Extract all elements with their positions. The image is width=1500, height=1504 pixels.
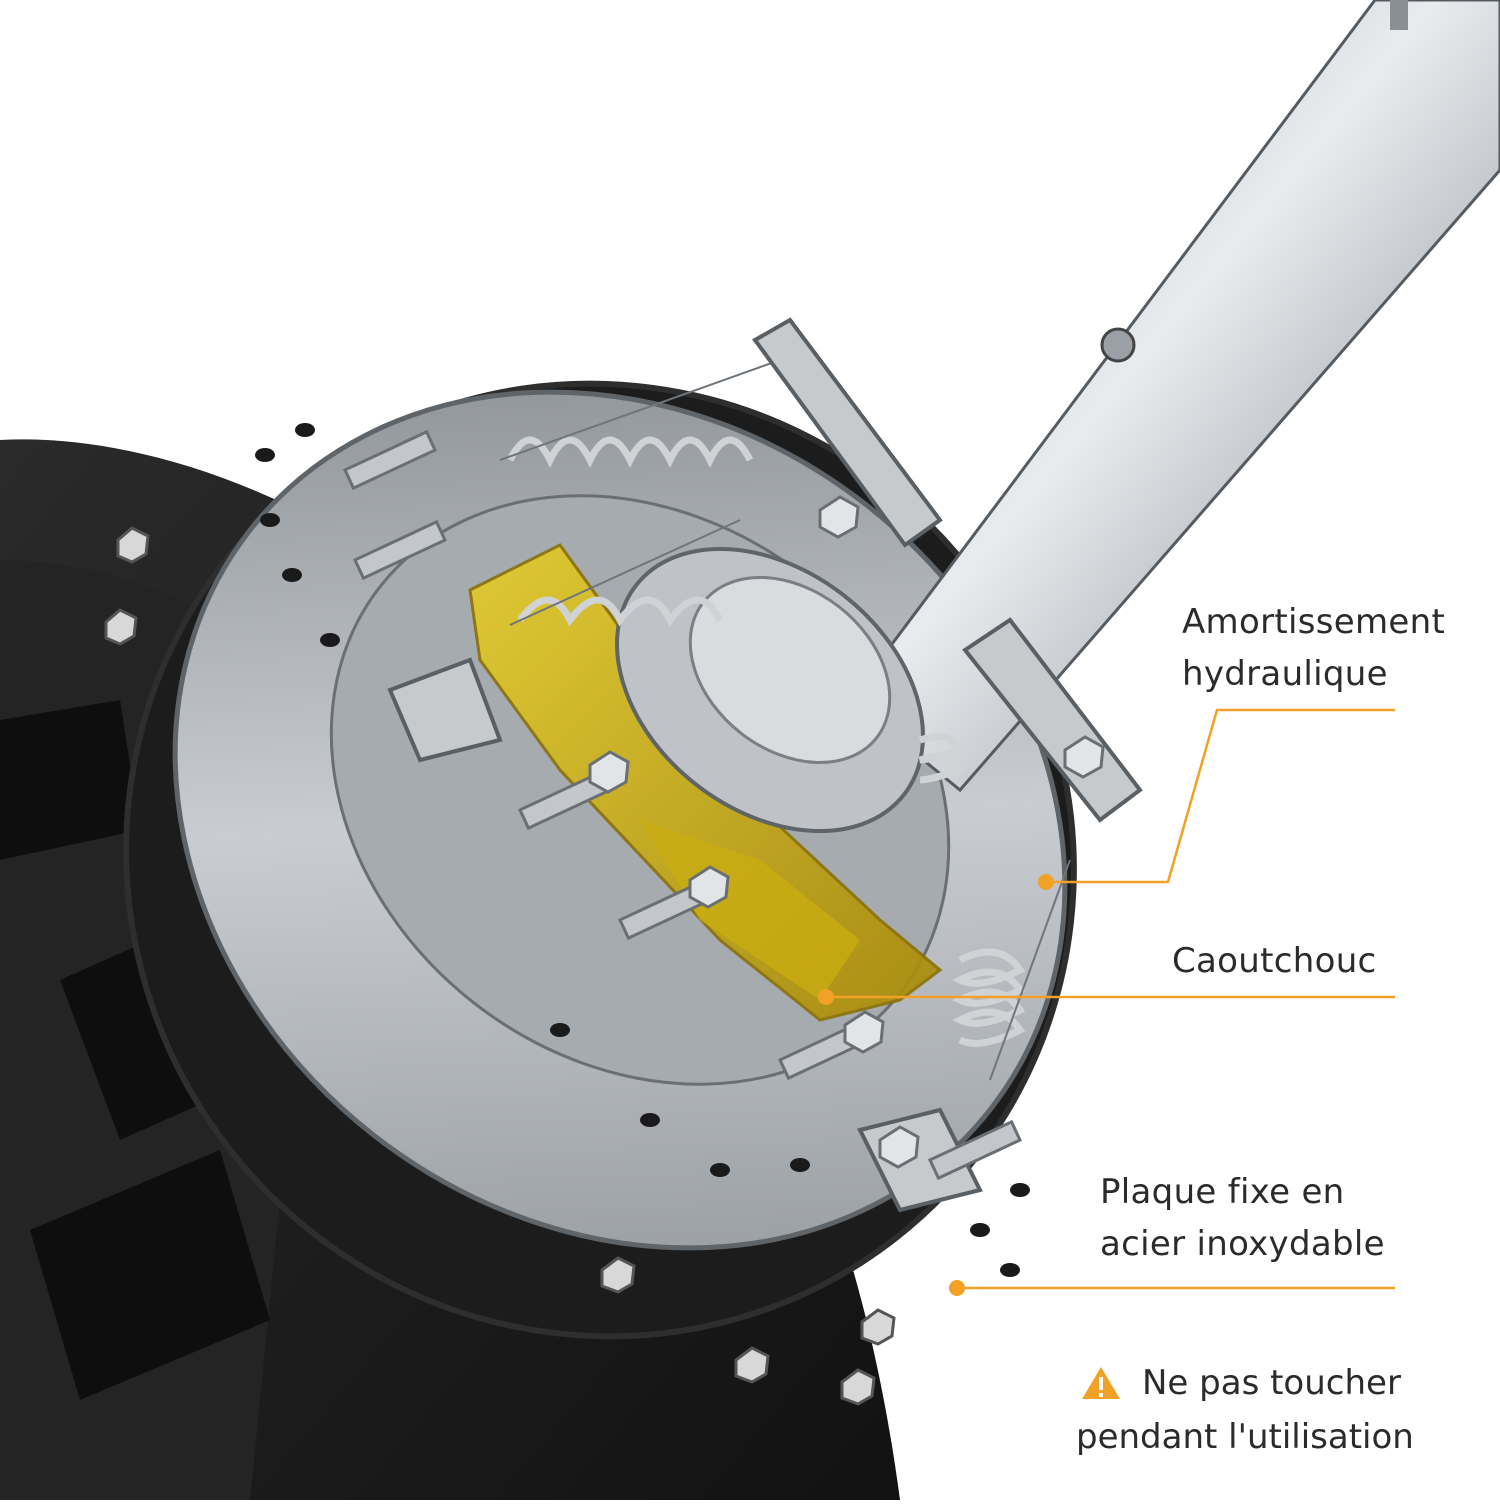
callout-plaque-line-1: Plaque fixe en (1100, 1172, 1345, 1212)
callout-leaders (818, 708, 1395, 1296)
leader-hydraulique (1046, 708, 1395, 884)
callout-hydraulique-line-1: Amortissement (1182, 602, 1446, 642)
callout-plaque: Plaque fixe en acier inoxydable (1100, 1166, 1385, 1270)
warning-triangle-icon (1082, 1367, 1120, 1399)
callout-plaque-line-2: acier inoxydable (1100, 1224, 1385, 1264)
springs (506, 436, 1026, 1047)
warning-line-1: Ne pas toucher (1142, 1363, 1401, 1403)
center-hub (615, 546, 925, 834)
callout-caoutchouc-line-1: Caoutchouc (1172, 941, 1377, 981)
callout-dot-hydraulique (1038, 874, 1054, 890)
callout-caoutchouc: Caoutchouc (1172, 935, 1377, 987)
callout-hydraulique: Amortissement hydraulique (1182, 596, 1445, 700)
callout-dot-caoutchouc (818, 989, 834, 1005)
shaft (847, 0, 1500, 793)
callout-dot-plaque (949, 1280, 965, 1296)
bolts (342, 429, 1105, 1181)
callout-hydraulique-line-2: hydraulique (1182, 654, 1388, 694)
warning-line-2: pendant l'utilisation (1076, 1417, 1414, 1457)
warning-note: Ne pas toucher pendant l'utilisation (1076, 1356, 1414, 1464)
